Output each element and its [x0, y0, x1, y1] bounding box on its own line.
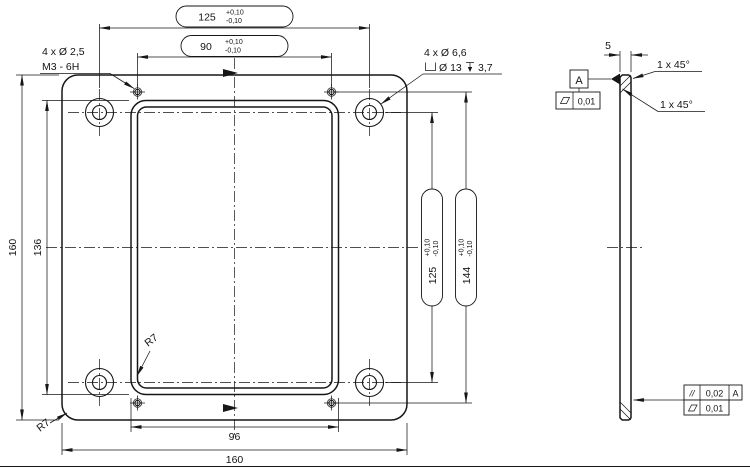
tapped-hole [130, 395, 145, 411]
counterbore-hole [354, 367, 385, 398]
dim-value: 160 [226, 454, 244, 466]
chamfer-edge [619, 408, 632, 421]
dim-tol-minus: -0,10 [225, 48, 241, 55]
dimension-left-pocket: 136 [32, 100, 129, 395]
parallelism-frame: // 0,02 A [683, 384, 743, 401]
dim-tol-plus: +0,10 [225, 39, 243, 46]
counterbore-icon [425, 62, 436, 71]
dimension-bottom-pocket: 96 [130, 398, 339, 443]
side-view: 5 1 x 45° 1 x 45° A 0,01 [555, 40, 743, 421]
tolerance-value: 0,02 [706, 389, 724, 399]
dimension-right-threads: 144 +0,10 -0,10 [336, 91, 477, 404]
chamfer-edge [619, 401, 632, 414]
counterbore-hole [84, 367, 115, 398]
dimension-top-threads: 90 +0,10 -0,10 [137, 35, 332, 86]
datum-feature: A 0,01 [555, 69, 620, 110]
datum-label: A [575, 75, 583, 87]
callout-counterbore-holes: 4 x Ø 6,6 Ø 13 3,7 [380, 47, 502, 105]
radius-value: R7 [142, 332, 160, 350]
feature-control-frames: // 0,02 A 0,01 [633, 384, 743, 416]
dim-value: 125 [198, 12, 216, 24]
callout-line1: 4 x Ø 6,6 [424, 47, 467, 59]
parallelism-icon: // [688, 389, 696, 399]
chamfer-callout-back: 1 x 45° [622, 88, 705, 112]
dimension-left-outer: 160 [7, 74, 59, 421]
chamfer-value: 1 x 45° [657, 59, 690, 71]
tolerance-capsule [175, 5, 294, 28]
radius-value: R7 [34, 417, 52, 435]
dim-value: 5 [605, 40, 611, 52]
dimension-bottom-outer: 160 [61, 423, 408, 466]
dim-tol-plus: +0,10 [459, 239, 466, 257]
dim-value: 136 [32, 239, 44, 257]
tolerance-capsule [455, 188, 477, 307]
callout-diameter: Ø 13 [439, 62, 462, 74]
radius-callout-pocket: R7 [136, 332, 161, 377]
dim-value: 125 [427, 267, 439, 285]
tolerance-capsule [421, 188, 443, 307]
front-view: 125 +0,10 -0,10 90 +0,10 -0,10 160 136 [7, 5, 502, 466]
direction-arrow-icon [223, 404, 238, 412]
tolerance-capsule [180, 35, 289, 57]
chamfer-edge [619, 74, 632, 87]
tapped-hole [130, 84, 145, 100]
dim-tol-minus: -0,10 [433, 240, 440, 256]
dimension-right-holes: 125 +0,10 -0,10 [385, 112, 443, 383]
plate-edge-outline [619, 74, 632, 421]
dim-tol-minus: -0,10 [467, 240, 474, 256]
datum-reference: A [732, 389, 738, 399]
callout-line2: M3 - 6H [42, 61, 79, 73]
direction-arrow-icon [223, 69, 238, 77]
callout-tapped-holes: 4 x Ø 2,5 M3 - 6H [40, 46, 135, 89]
dim-tol-minus: -0,10 [226, 18, 242, 25]
chamfer-callout-front: 1 x 45° [632, 59, 702, 79]
tolerance-value: 0,01 [706, 404, 724, 414]
flatness-icon [687, 404, 698, 412]
callout-line1: 4 x Ø 2,5 [42, 46, 85, 58]
dim-value: 96 [229, 431, 241, 443]
flatness-icon [559, 97, 571, 104]
dim-value: 144 [461, 267, 473, 285]
dimension-thickness: 5 [604, 40, 648, 72]
dim-value: 90 [200, 41, 212, 53]
datum-triangle-icon [611, 73, 620, 85]
counterbore-hole [354, 97, 385, 128]
dim-tol-plus: +0,10 [425, 239, 432, 257]
flatness-frame: 0,01 [555, 91, 601, 110]
dimension-top-holes: 125 +0,10 -0,10 [99, 5, 370, 88]
chamfer-value: 1 x 45° [660, 99, 693, 111]
tolerance-value: 0,01 [578, 97, 596, 107]
dim-tol-plus: +0,10 [226, 10, 244, 17]
counterbore-hole [84, 97, 115, 128]
dim-value: 160 [7, 239, 19, 257]
callout-depth: 3,7 [478, 62, 493, 74]
chamfer-edge [619, 81, 632, 94]
flatness-frame-lower: 0,01 [683, 399, 730, 416]
depth-icon [466, 62, 474, 72]
